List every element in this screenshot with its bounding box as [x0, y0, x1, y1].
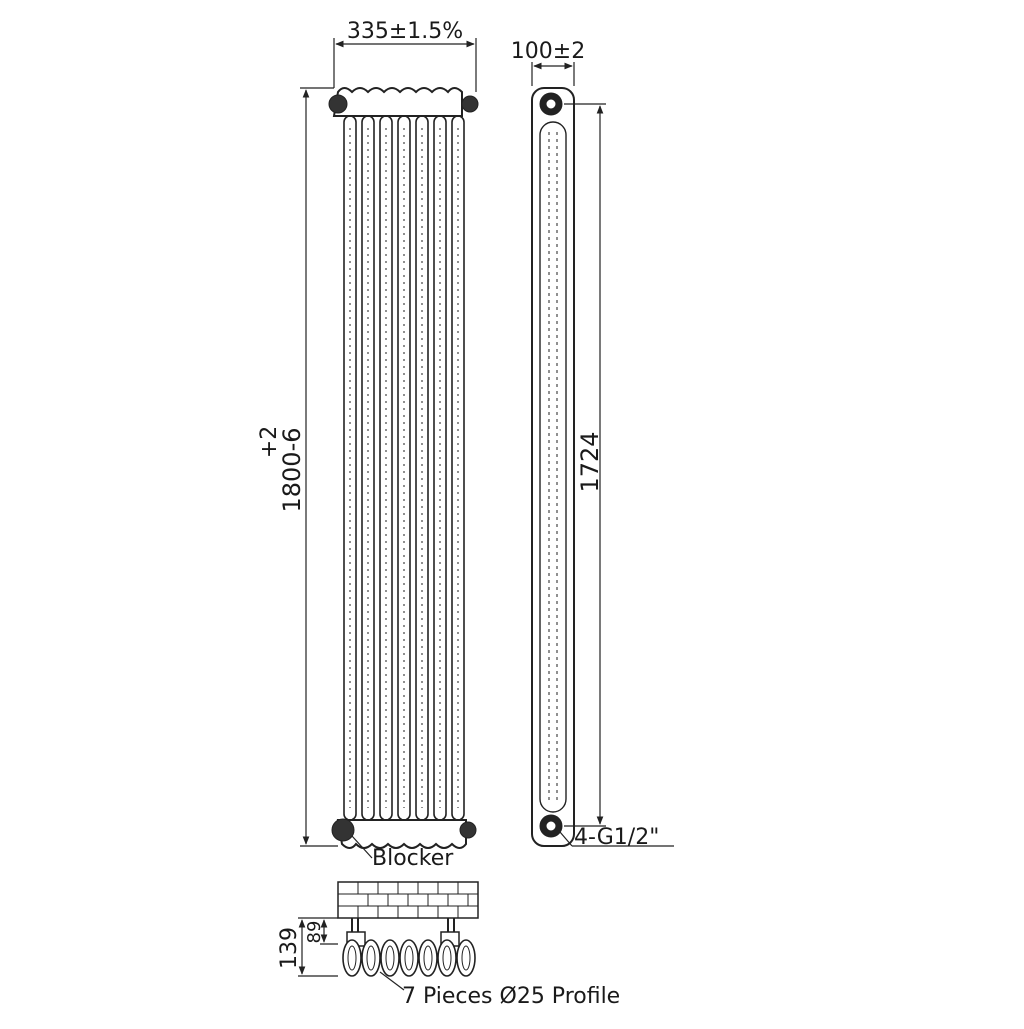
plan-column	[342, 939, 362, 977]
overall-depth-label: 139	[277, 927, 302, 969]
front-tubes	[343, 115, 465, 821]
front-tube	[415, 115, 429, 821]
side-view	[531, 62, 674, 847]
profile-label: 7 Pieces Ø25 Profile	[402, 984, 620, 1009]
plan-view	[298, 881, 479, 991]
plan-column	[437, 939, 457, 977]
height-tolerance-label: +2	[257, 426, 282, 458]
front-tube	[379, 115, 393, 821]
wall-section	[337, 881, 479, 919]
front-view	[300, 38, 479, 859]
plan-column-profiles	[342, 939, 476, 977]
blocker-label: Blocker	[372, 846, 454, 871]
front-top-right-cap	[461, 95, 479, 113]
plan-column	[456, 939, 476, 977]
depth-label: 100±2	[511, 39, 585, 64]
front-bottom-left-cap	[331, 818, 355, 842]
front-tube	[451, 115, 465, 821]
side-body-outline	[531, 87, 575, 847]
side-inner-channel	[539, 121, 567, 813]
front-top-left-cap	[328, 94, 348, 114]
front-top-header	[332, 87, 463, 117]
plan-column	[361, 939, 381, 977]
profile-leader	[379, 971, 405, 991]
blocker-leader	[351, 835, 373, 859]
offset-label: 89	[304, 921, 325, 944]
connection-label: 4-G1/2"	[574, 825, 659, 850]
height-label: 1800-6	[278, 427, 306, 512]
front-tube	[343, 115, 357, 821]
plan-column	[399, 939, 419, 977]
connection-leader	[559, 831, 573, 847]
front-tube	[397, 115, 411, 821]
width-label: 335±1.5%	[347, 19, 463, 44]
front-bottom-right-cap	[459, 821, 477, 839]
centres-label: 1724	[576, 431, 604, 492]
plan-column	[418, 939, 438, 977]
plan-column	[380, 939, 400, 977]
front-bottom-header	[336, 819, 467, 849]
front-tube	[433, 115, 447, 821]
front-tube	[361, 115, 375, 821]
